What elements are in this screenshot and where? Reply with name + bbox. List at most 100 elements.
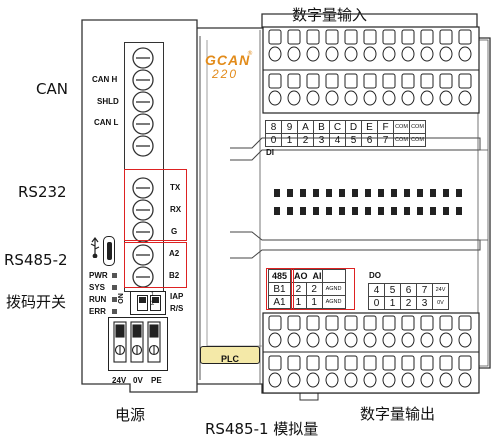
led-pwr bbox=[112, 273, 117, 278]
di-slot-screw bbox=[439, 90, 453, 106]
led-label-run: RUN bbox=[89, 295, 107, 304]
di-slot-screw bbox=[458, 90, 472, 106]
io-header-ai: AI bbox=[312, 271, 322, 281]
led-pin bbox=[274, 207, 280, 215]
di-slot bbox=[458, 29, 472, 45]
do-cell: 0 bbox=[368, 296, 385, 310]
di-cell: COM bbox=[409, 133, 426, 147]
do-cell: 6 bbox=[400, 283, 417, 297]
do-label: DO bbox=[369, 271, 381, 280]
di-table: 8 9 A B C D E F COM COM 0 1 2 3 4 5 6 7 … bbox=[265, 120, 426, 147]
dip-switch[interactable] bbox=[130, 291, 166, 315]
do-slot bbox=[325, 355, 339, 371]
di-slot bbox=[439, 73, 453, 89]
di-slot bbox=[420, 73, 434, 89]
led-pin bbox=[430, 207, 436, 215]
label-rs485-2: RS485-2 bbox=[4, 251, 68, 269]
di-slot-screw bbox=[458, 46, 472, 62]
io-header-ao: AO bbox=[294, 271, 308, 281]
di-slot bbox=[287, 73, 301, 89]
do-slot-screw bbox=[382, 372, 396, 388]
di-slot-screw bbox=[268, 90, 282, 106]
title-digital-input: 数字量输入 bbox=[292, 6, 368, 24]
di-slot-screw bbox=[401, 90, 415, 106]
do-slot-screw bbox=[401, 332, 415, 348]
do-cell: 4 bbox=[368, 283, 385, 297]
di-slot bbox=[268, 29, 282, 45]
led-pin bbox=[339, 189, 345, 197]
di-cell: F bbox=[377, 120, 394, 134]
di-table-row-2: 0 1 2 3 4 5 6 7 COM COM bbox=[265, 133, 426, 147]
label-can: CAN bbox=[36, 80, 68, 98]
do-table-row-2: 0 1 2 3 0V bbox=[368, 296, 449, 310]
di-cell: B bbox=[313, 120, 330, 134]
do-cell: 2 bbox=[400, 296, 417, 310]
di-slot bbox=[439, 29, 453, 45]
led-pin bbox=[339, 207, 345, 215]
di-slot-screw bbox=[344, 90, 358, 106]
do-slot bbox=[401, 355, 415, 371]
pin-b2: B2 bbox=[169, 271, 180, 280]
do-slot bbox=[306, 355, 320, 371]
di-slot bbox=[382, 29, 396, 45]
led-pin bbox=[378, 207, 384, 215]
usb-port[interactable] bbox=[103, 236, 115, 266]
rs485-1-highlight bbox=[266, 268, 294, 310]
led-pin bbox=[300, 207, 306, 215]
di-cell: 1 bbox=[281, 133, 298, 147]
di-table-row-1: 8 9 A B C D E F COM COM bbox=[265, 120, 426, 134]
title-digital-output: 数字量输出 bbox=[360, 405, 436, 423]
led-pin bbox=[391, 189, 397, 197]
di-slot bbox=[306, 73, 320, 89]
di-cell: COM bbox=[409, 120, 426, 134]
led-pin bbox=[352, 207, 358, 215]
do-slot-screw bbox=[268, 332, 282, 348]
pin-shld: SHLD bbox=[97, 97, 119, 106]
power-24v: 24V bbox=[112, 376, 127, 385]
di-cell: 7 bbox=[377, 133, 394, 147]
led-pin bbox=[443, 207, 449, 215]
do-slot bbox=[306, 315, 320, 331]
do-slot-screw bbox=[325, 332, 339, 348]
led-pin bbox=[326, 207, 332, 215]
do-slot-screw bbox=[458, 332, 472, 348]
do-slot bbox=[268, 355, 282, 371]
di-slot-screw bbox=[344, 46, 358, 62]
di-cell: 9 bbox=[281, 120, 298, 134]
di-slot bbox=[268, 73, 282, 89]
do-slot bbox=[287, 315, 301, 331]
do-cell: 1 bbox=[384, 296, 401, 310]
di-cell: 6 bbox=[361, 133, 378, 147]
di-cell: 0 bbox=[265, 133, 282, 147]
di-slot-screw bbox=[325, 46, 339, 62]
di-cell: A bbox=[297, 120, 314, 134]
do-slot-screw bbox=[344, 332, 358, 348]
do-slot bbox=[439, 355, 453, 371]
led-label-sys: SYS bbox=[89, 283, 106, 292]
do-terminal-block bbox=[262, 312, 480, 394]
do-slot bbox=[401, 315, 415, 331]
pin-tx: TX bbox=[170, 183, 181, 192]
dip-iap-label: IAP bbox=[170, 292, 184, 301]
do-slot-screw bbox=[382, 332, 396, 348]
io-cell: 1 bbox=[305, 295, 323, 309]
di-slot bbox=[401, 29, 415, 45]
power-pe: PE bbox=[151, 376, 162, 385]
do-slot-screw bbox=[344, 372, 358, 388]
pin-rx: RX bbox=[170, 205, 182, 214]
rs232-highlight bbox=[124, 169, 187, 241]
di-slot bbox=[325, 73, 339, 89]
io-table-header: 485 AO AI bbox=[268, 269, 346, 283]
do-slot-screw bbox=[325, 372, 339, 388]
led-pin bbox=[287, 207, 293, 215]
logo-model: 220 bbox=[212, 67, 239, 81]
di-cell: 5 bbox=[345, 133, 362, 147]
do-slot-screw bbox=[420, 372, 434, 388]
di-cell: 3 bbox=[313, 133, 330, 147]
do-slot-screw bbox=[287, 332, 301, 348]
do-slot bbox=[439, 315, 453, 331]
di-terminal-block bbox=[262, 26, 480, 114]
usb-icon bbox=[90, 237, 100, 258]
do-slot bbox=[458, 315, 472, 331]
do-slot bbox=[382, 315, 396, 331]
